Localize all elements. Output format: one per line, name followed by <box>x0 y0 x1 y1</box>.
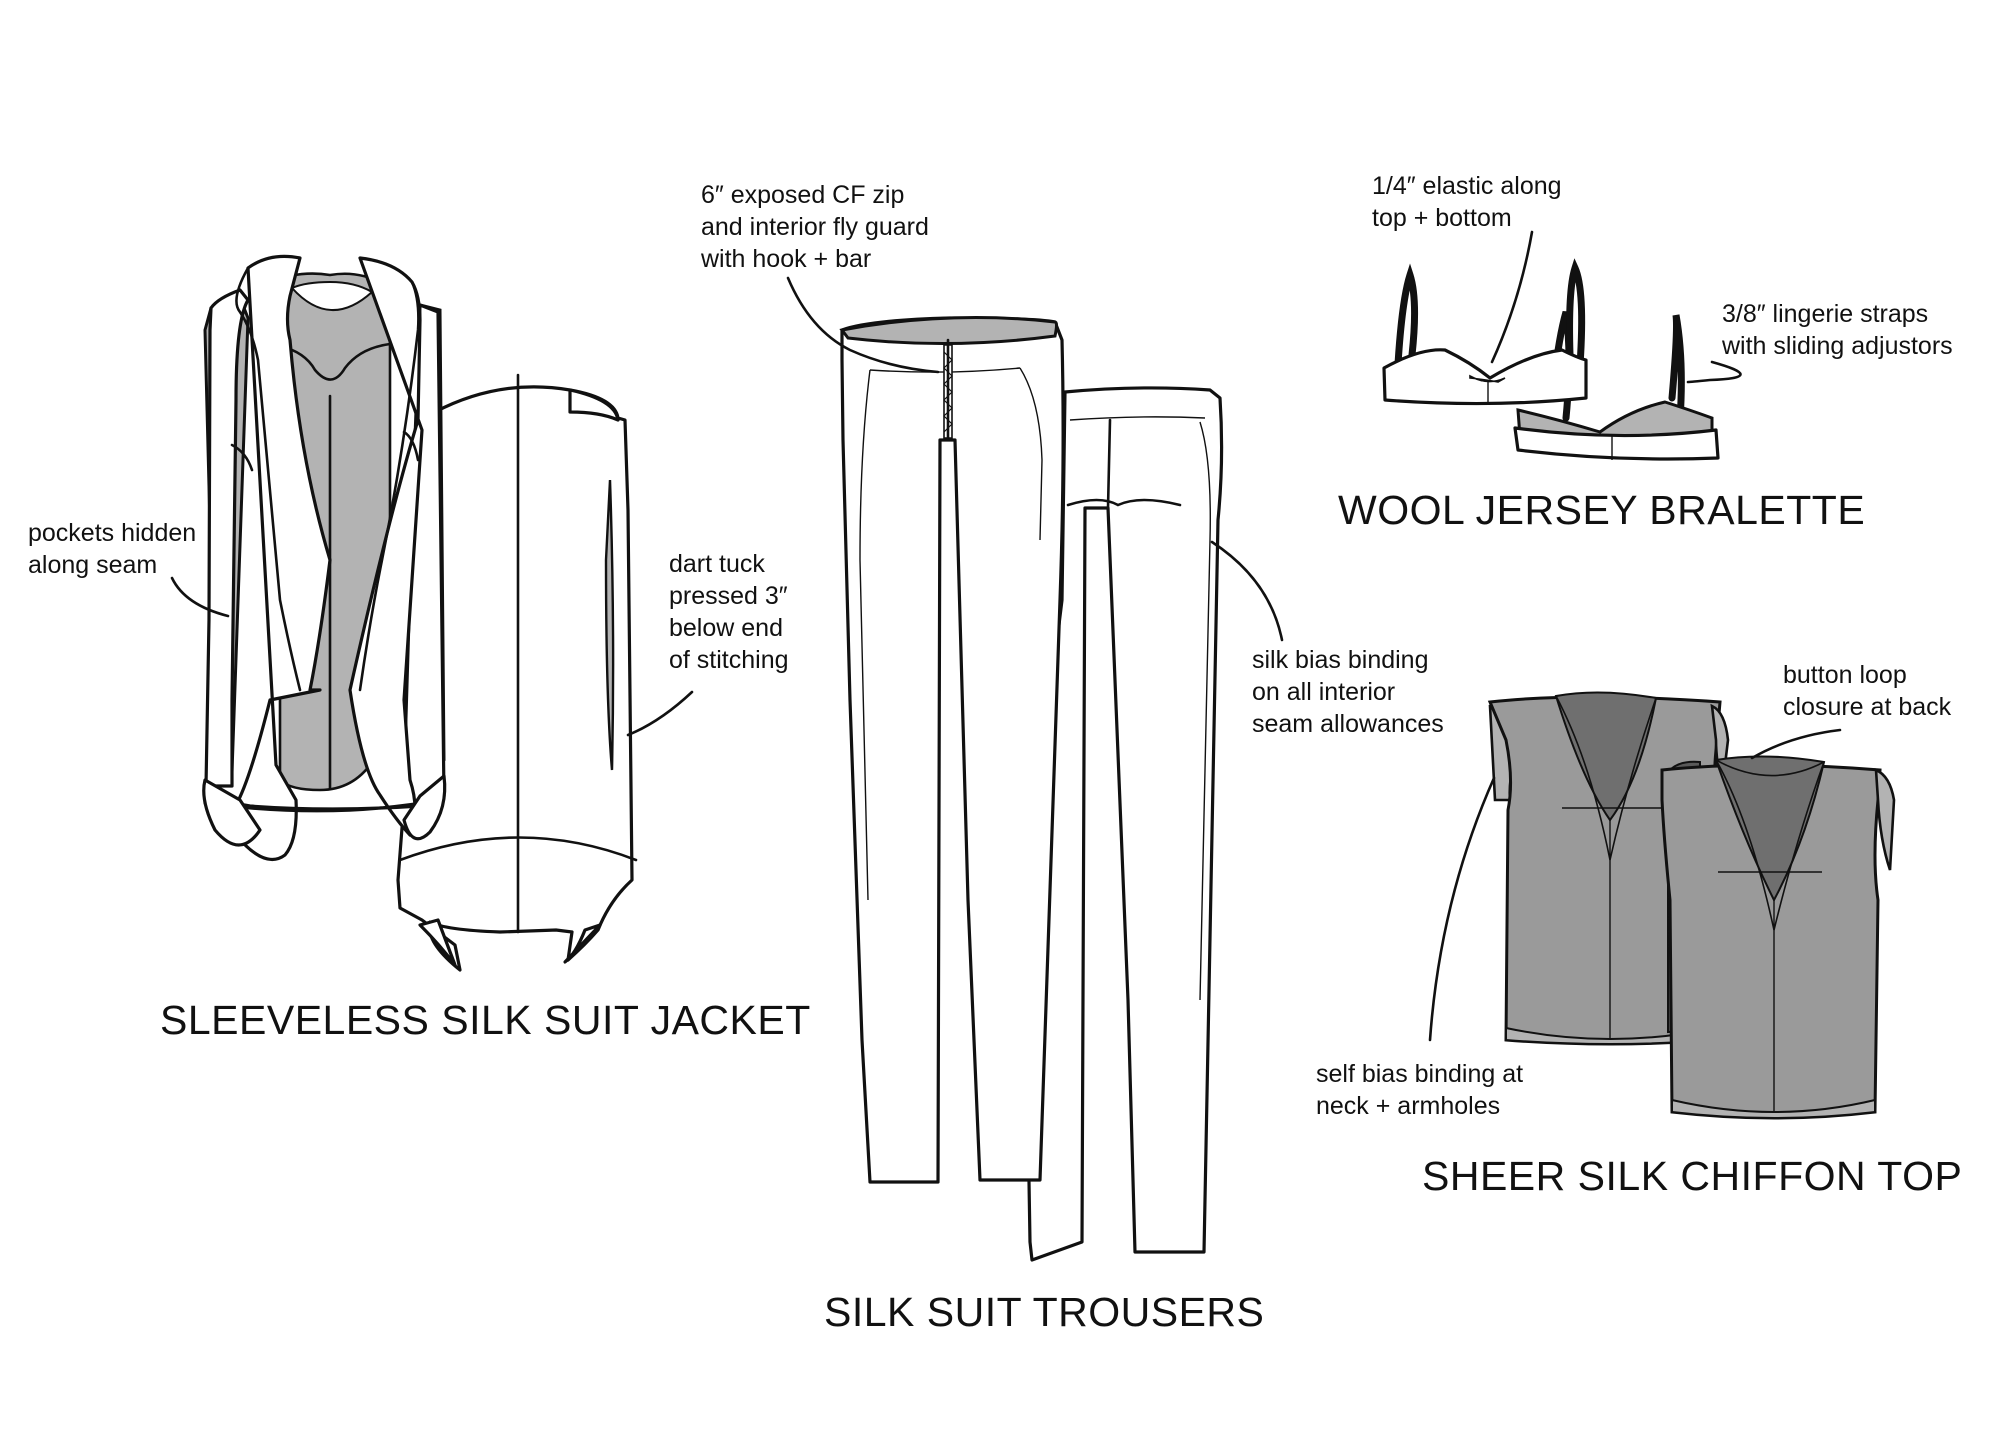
trousers-binding-callout: silk bias binding on all interior seam a… <box>1210 540 1444 738</box>
chiffon-top-binding-leader <box>1428 776 1496 1042</box>
chiffon-top-binding-callout: self bias binding at neck + armholes <box>1316 776 1523 1120</box>
bralette-illustration <box>1382 258 1720 461</box>
jacket-dart-note-line-2: pressed 3″ <box>669 582 788 610</box>
jacket-back-view <box>396 373 638 972</box>
jacket-title: SLEEVELESS SILK SUIT JACKET <box>160 997 811 1043</box>
jacket-pockets-note-line-2: along seam <box>28 551 157 579</box>
chiffon-top-loop-callout: button loop closure at back <box>1750 661 1952 760</box>
bralette-back-view <box>1513 311 1720 461</box>
chiffon-top-binding-note-line-2: neck + armholes <box>1316 1092 1500 1120</box>
jacket-pockets-note-line-1: pockets hidden <box>28 519 196 547</box>
jacket-dart-note-line-3: below end <box>669 614 783 642</box>
bralette-straps-leader <box>1686 360 1742 384</box>
bralette-straps-note-line-1: 3/8″ lingerie straps <box>1722 300 1928 328</box>
chiffon-top-back-view <box>1660 755 1896 1120</box>
bralette-title: WOOL JERSEY BRALETTE <box>1338 487 1865 533</box>
bralette-elastic-note-line-2: top + bottom <box>1372 204 1512 232</box>
bralette-elastic-leader <box>1490 230 1534 364</box>
trousers-back-view <box>1025 386 1224 1262</box>
trousers-illustration <box>839 316 1224 1262</box>
trousers-binding-leader <box>1210 540 1284 642</box>
trousers-binding-note-line-2: on all interior <box>1252 678 1395 706</box>
chiffon-top-title: SHEER SILK CHIFFON TOP <box>1422 1153 1962 1199</box>
trousers-zip-note-line-2: and interior fly guard <box>701 213 929 241</box>
trousers-front-view <box>839 316 1065 1184</box>
bralette-straps-note-line-2: with sliding adjustors <box>1721 332 1953 360</box>
jacket-dart-note-line-4: of stitching <box>669 646 789 674</box>
chiffon-top-loop-note-line-1: button loop <box>1783 661 1907 689</box>
jacket-dart-callout: dart tuck pressed 3″ below end of stitch… <box>626 550 789 737</box>
trousers-title: SILK SUIT TROUSERS <box>824 1289 1264 1335</box>
bralette-elastic-note-line-1: 1/4″ elastic along <box>1372 172 1562 200</box>
trousers-zip-note-line-1: 6″ exposed CF zip <box>701 181 904 209</box>
bralette-elastic-callout: 1/4″ elastic along top + bottom <box>1372 172 1562 364</box>
jacket-illustration <box>202 254 638 972</box>
chiffon-top-loop-note-line-2: closure at back <box>1783 693 1952 721</box>
jacket-dart-leader <box>626 690 694 737</box>
jacket-dart-note-line-1: dart tuck <box>669 550 765 578</box>
chiffon-top-illustration <box>1487 691 1896 1120</box>
jacket-front-view <box>202 254 447 862</box>
trousers-zip-note-line-3: with hook + bar <box>700 245 871 273</box>
bralette-front-view <box>1382 258 1588 406</box>
jacket-pockets-callout: pockets hidden along seam <box>28 519 230 618</box>
trousers-zip-leader <box>786 276 940 374</box>
bralette-straps-callout: 3/8″ lingerie straps with sliding adjust… <box>1686 300 1953 384</box>
jacket-pockets-leader <box>170 576 230 618</box>
trousers-binding-note-line-1: silk bias binding <box>1252 646 1429 674</box>
trousers-binding-note-line-3: seam allowances <box>1252 710 1444 738</box>
trousers-zip-callout: 6″ exposed CF zip and interior fly guard… <box>700 181 940 374</box>
chiffon-top-binding-note-line-1: self bias binding at <box>1316 1060 1523 1088</box>
chiffon-top-loop-leader <box>1750 728 1842 760</box>
